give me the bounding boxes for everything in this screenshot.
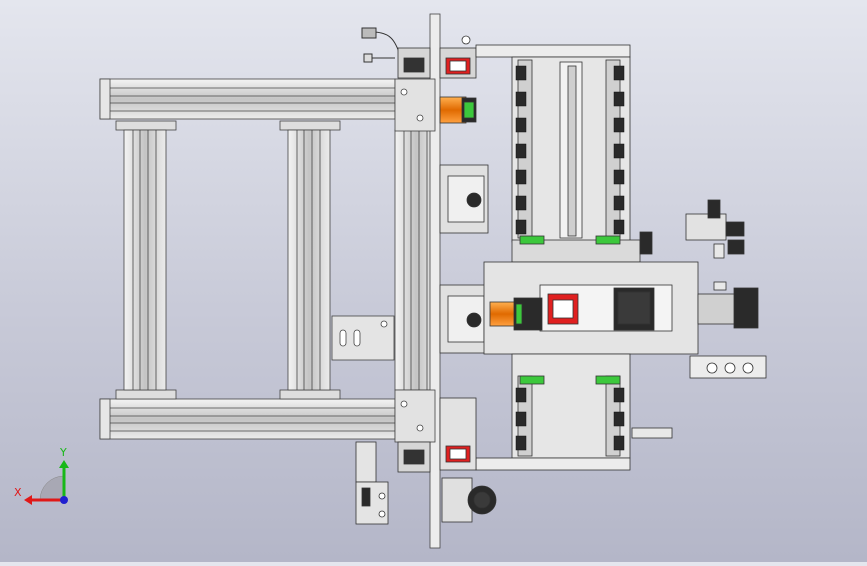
z-axis-origin [60,496,68,504]
bottom-motor [441,477,497,523]
x-axis-arrowhead [24,495,32,505]
mounting-plate [331,315,395,361]
cable-chain-lower [515,387,625,451]
coordinate-triad: X Y [14,446,69,505]
bottom-bearing-assembly [397,397,477,473]
slotted-bracket [689,355,767,379]
sensor-cluster [639,199,745,259]
orange-spindle-mid [489,297,543,331]
cross-rail [511,235,641,263]
bottom-horizontal-extrusion [99,398,396,440]
y-axis-label: Y [59,446,67,459]
bottom-left-bracket [355,441,389,525]
sensor-cable [361,27,401,63]
x-axis-label: X [14,486,22,499]
top-horizontal-extrusion [99,78,396,120]
left-vertical-extrusion [123,129,167,391]
orange-motor-top [439,96,477,124]
servo-motor-right [697,281,759,329]
corner-blocks [394,78,436,443]
left-frame [99,78,438,440]
linear-module-lower [475,353,673,471]
linear-guide-blocks [439,164,489,354]
linear-module-upper [511,56,631,243]
top-bearing-assembly [397,35,631,79]
vertical-plate [429,13,441,549]
y-axis-arrowhead [59,460,69,468]
middle-vertical-extrusion [287,129,331,391]
cable-chain-upper [515,65,625,235]
spindle-carriage [483,261,699,355]
